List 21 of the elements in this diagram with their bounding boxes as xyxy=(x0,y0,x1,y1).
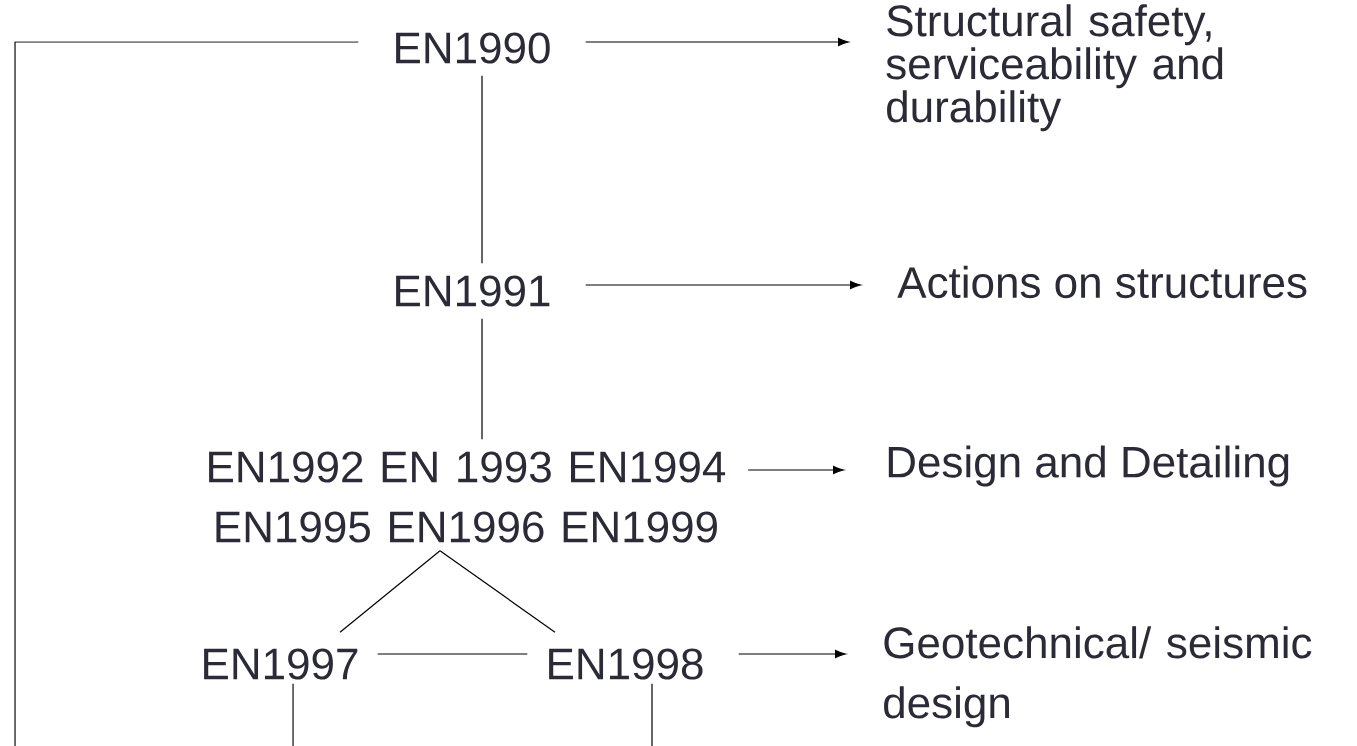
connector-line xyxy=(339,550,441,633)
connector-line xyxy=(14,41,359,746)
label-text: EN1991 xyxy=(396,275,550,307)
connector-line xyxy=(439,550,556,633)
label-text: Geotechnical/ seismic design xyxy=(884,626,1312,728)
label-text: Structural safety, serviceability and durability xyxy=(886,4,1223,132)
connector-line xyxy=(585,280,861,290)
connector-line xyxy=(747,465,844,475)
connector-line xyxy=(481,318,483,440)
label-text: Design and Detailing xyxy=(888,445,1289,487)
label-text: EN1992 EN 1993 EN1994 EN1995 EN1996 EN1999 xyxy=(209,451,726,543)
connector-line xyxy=(585,37,849,47)
label-text: EN1990 xyxy=(396,32,550,64)
connector-line xyxy=(377,653,528,655)
connector-line xyxy=(481,75,483,264)
label-text: Actions on structures xyxy=(897,265,1307,299)
connector-line xyxy=(292,683,294,746)
connector-line xyxy=(738,649,846,659)
label-text: EN1998 xyxy=(549,648,703,680)
label-text: EN1997 xyxy=(204,648,358,680)
connector-line xyxy=(651,683,653,746)
